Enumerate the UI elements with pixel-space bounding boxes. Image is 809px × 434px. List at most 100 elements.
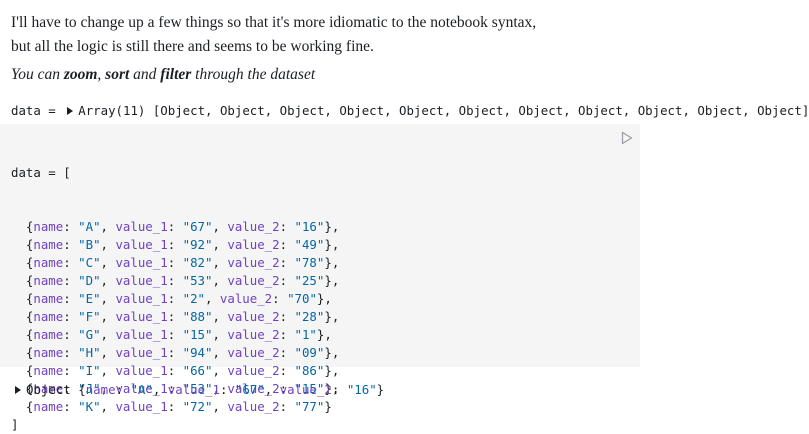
code-value-1: "53" bbox=[182, 381, 213, 396]
code-key-value-1: value_1 bbox=[115, 255, 168, 270]
code-key-name: name bbox=[33, 399, 64, 414]
code-value-2: "77" bbox=[294, 399, 325, 414]
code-line-row: {name: "J", value_1: "53", value_2: "15"… bbox=[11, 381, 340, 396]
code-value-2: "09" bbox=[294, 345, 325, 360]
code-name-value: "I" bbox=[78, 363, 101, 378]
code-key-value-2: value_2 bbox=[227, 327, 280, 342]
code-line-row: {name: "I", value_1: "66", value_2: "86"… bbox=[11, 363, 340, 378]
code-line-row: {name: "C", value_1: "82", value_2: "78"… bbox=[11, 255, 340, 270]
code-value-1: "67" bbox=[182, 219, 213, 234]
output-eq: = bbox=[40, 103, 64, 118]
code-key-value-2: value_2 bbox=[227, 219, 280, 234]
code-value-2: "49" bbox=[294, 237, 325, 252]
code-name-value: "A" bbox=[78, 219, 101, 234]
code-value-1: "88" bbox=[182, 309, 213, 324]
inspector-key-value-1: value_1 bbox=[167, 382, 220, 397]
code-value-2: "15" bbox=[294, 381, 325, 396]
code-key-name: name bbox=[33, 255, 64, 270]
code-value-2: "1" bbox=[294, 327, 317, 342]
code-cell[interactable]: data = [ {name: "A", value_1: "67", valu… bbox=[0, 124, 640, 432]
code-key-value-1: value_1 bbox=[115, 309, 168, 324]
code-name-value: "C" bbox=[78, 255, 101, 270]
code-key-name: name bbox=[33, 273, 64, 288]
prose-block: I'll have to change up a few things so t… bbox=[11, 11, 631, 59]
code-value-2: "78" bbox=[294, 255, 325, 270]
code-key-value-1: value_1 bbox=[115, 399, 168, 414]
inspector-value-2: "16" bbox=[346, 382, 377, 397]
code-value-1: "66" bbox=[182, 363, 213, 378]
code-key-name: name bbox=[33, 363, 64, 378]
code-line-row: {name: "G", value_1: "15", value_2: "1"}… bbox=[11, 327, 332, 342]
code-key-value-2: value_2 bbox=[227, 345, 280, 360]
code-value-1: "72" bbox=[182, 399, 213, 414]
code-key-value-2: value_2 bbox=[227, 381, 280, 396]
code-key-value-1: value_1 bbox=[115, 237, 168, 252]
caret-right-icon[interactable] bbox=[67, 107, 74, 115]
inspector-key-value-2: value_2 bbox=[279, 382, 332, 397]
code-key-name: name bbox=[33, 309, 64, 324]
code-key-value-1: value_1 bbox=[115, 291, 168, 306]
play-icon[interactable] bbox=[621, 131, 633, 145]
code-line-row: {name: "H", value_1: "94", value_2: "09"… bbox=[11, 345, 340, 360]
code-key-value-1: value_1 bbox=[115, 327, 168, 342]
hint-comma: , bbox=[97, 66, 106, 83]
code-name-value: "D" bbox=[78, 273, 101, 288]
code-line-row: {name: "B", value_1: "92", value_2: "49"… bbox=[11, 237, 340, 252]
code-name-value: "H" bbox=[78, 345, 101, 360]
code-line-close: ] bbox=[11, 417, 19, 432]
code-line-row: {name: "E", value_1: "2", value_2: "70"}… bbox=[11, 291, 332, 306]
inspector-label: Object bbox=[26, 382, 71, 397]
code-value-1: "94" bbox=[182, 345, 213, 360]
prose-line-1: I'll have to change up a few things so t… bbox=[11, 14, 537, 31]
code-value-1: "2" bbox=[182, 291, 205, 306]
code-key-name: name bbox=[33, 381, 64, 396]
hint-filter: filter bbox=[160, 66, 192, 83]
code-key-name: name bbox=[33, 237, 64, 252]
code-key-value-2: value_2 bbox=[227, 273, 280, 288]
hint-sort: sort bbox=[105, 66, 130, 83]
code-key-value-2: value_2 bbox=[227, 237, 280, 252]
code-key-name: name bbox=[33, 219, 64, 234]
code-value-1: "15" bbox=[182, 327, 213, 342]
code-name-value: "G" bbox=[78, 327, 101, 342]
code-value-2: "25" bbox=[294, 273, 325, 288]
caret-right-icon[interactable] bbox=[15, 386, 21, 394]
code-key-name: name bbox=[33, 327, 64, 342]
cell-output-array: data = Array(11) [Object, Object, Object… bbox=[11, 103, 809, 118]
code-line-row: {name: "A", value_1: "67", value_2: "16"… bbox=[11, 219, 340, 234]
code-key-name: name bbox=[33, 345, 64, 360]
code-value-1: "53" bbox=[182, 273, 213, 288]
prose-line-2: but all the logic is still there and see… bbox=[11, 38, 374, 55]
dataset-hint: You can zoom, sort and filter through th… bbox=[11, 66, 315, 84]
object-inspector[interactable]: Object {name: "A", value_1: "67", value_… bbox=[11, 382, 384, 397]
code-key-value-2: value_2 bbox=[227, 255, 280, 270]
code-key-value-2: value_2 bbox=[227, 363, 280, 378]
code-key-value-1: value_1 bbox=[115, 363, 168, 378]
code-name-value: "F" bbox=[78, 309, 101, 324]
code-value-2: "70" bbox=[287, 291, 317, 306]
code-value-2: "86" bbox=[294, 363, 325, 378]
code-name-value: "J" bbox=[78, 381, 101, 396]
hint-zoom: zoom bbox=[63, 66, 98, 83]
code-value-2: "16" bbox=[294, 219, 325, 234]
inspector-value-1: "67" bbox=[234, 382, 265, 397]
hint-post: through the dataset bbox=[191, 66, 316, 83]
inspector-name-value: "A" bbox=[130, 382, 153, 397]
code-key-value-2: value_2 bbox=[227, 309, 280, 324]
code-line-row: {name: "D", value_1: "53", value_2: "25"… bbox=[11, 273, 340, 288]
hint-and: and bbox=[129, 66, 161, 83]
code-value-1: "82" bbox=[182, 255, 213, 270]
output-summary[interactable]: Array(11) [Object, Object, Object, Objec… bbox=[78, 103, 809, 118]
code-name-value: "B" bbox=[78, 237, 101, 252]
inspector-key-name: name bbox=[85, 382, 116, 397]
code-key-name: name bbox=[33, 291, 64, 306]
code-key-value-1: value_1 bbox=[115, 219, 168, 234]
code-key-value-1: value_1 bbox=[115, 273, 168, 288]
code-name-value: "E" bbox=[78, 291, 101, 306]
code-line-row: {name: "K", value_1: "72", value_2: "77"… bbox=[11, 399, 332, 414]
code-key-value-1: value_1 bbox=[115, 381, 168, 396]
code-line-row: {name: "F", value_1: "88", value_2: "28"… bbox=[11, 309, 340, 324]
code-editor[interactable]: data = [ {name: "A", value_1: "67", valu… bbox=[11, 128, 339, 434]
hint-pre: You can bbox=[11, 66, 64, 83]
code-value-2: "28" bbox=[294, 309, 325, 324]
